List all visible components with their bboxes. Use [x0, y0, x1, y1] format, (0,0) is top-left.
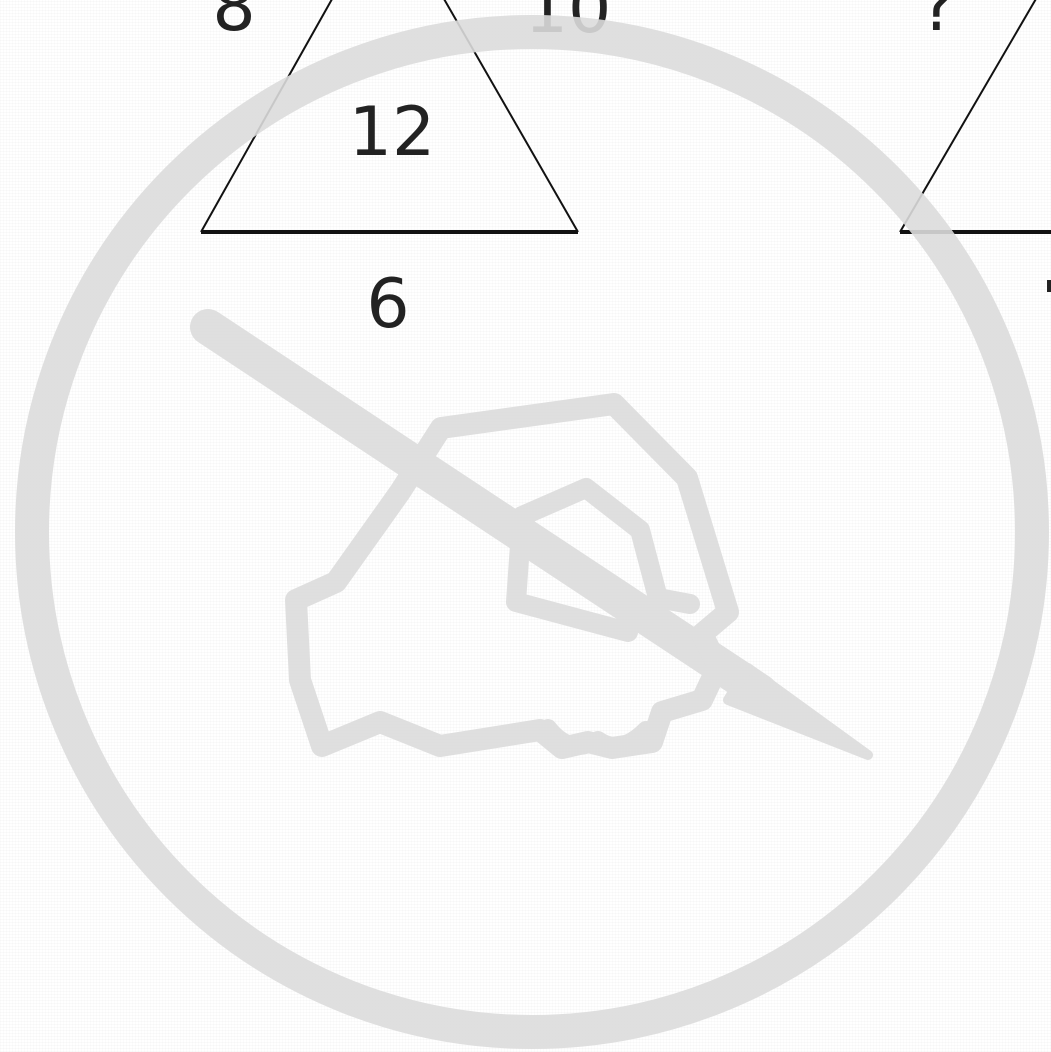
left-triangle-left-side-number: 8 — [212, 0, 255, 47]
left-triangle-base-number: 6 — [366, 265, 409, 344]
left-triangle-center-number: 12 — [349, 93, 436, 172]
right-triangle: ? — [900, 0, 1051, 292]
left-triangle: 8 10 12 6 — [201, 0, 611, 344]
left-triangle-right-side-number: 10 — [525, 0, 612, 49]
right-triangle-unknown-number: ? — [920, 0, 956, 47]
right-triangle-base-number-fragment — [1047, 280, 1051, 292]
